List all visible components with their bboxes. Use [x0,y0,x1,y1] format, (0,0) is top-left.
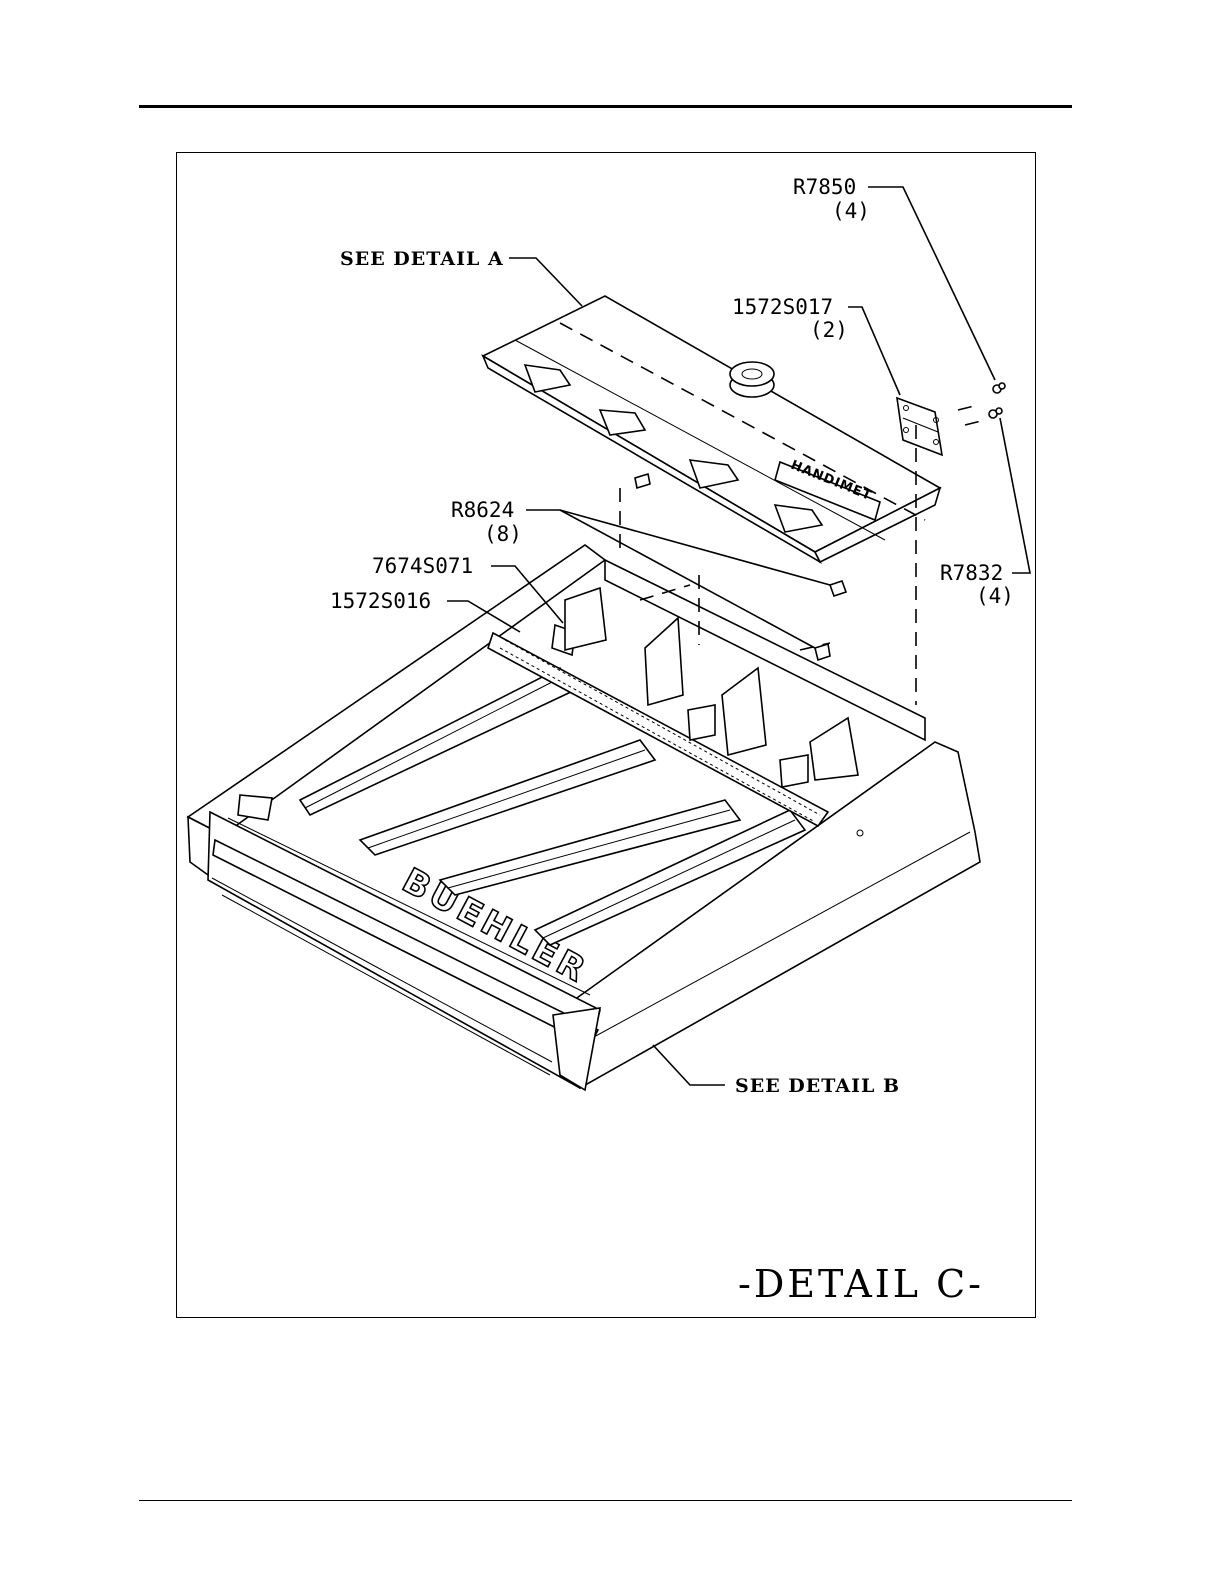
callout-1572s017-qty: (2) [810,318,848,342]
nut-r8624-top [830,581,846,596]
detail-title: -DETAIL C- [738,1262,984,1306]
callout-1572s017: 1572S017 [732,295,833,319]
callout-see-detail-b: SEE DETAIL B [735,1075,900,1097]
callout-r7832-qty: (4) [976,584,1014,608]
callout-r8624: R8624 [451,498,514,522]
callout-r7850-qty: (4) [832,199,870,223]
top-cover-plate: HANDIMET [483,296,940,562]
logo-badge [238,795,272,820]
spacer [635,474,650,488]
callout-r8624-qty: (8) [484,522,522,546]
hinge-bracket [897,398,942,455]
callout-1572s016: 1572S016 [330,589,431,613]
callout-7674s071: 7674S071 [372,554,473,578]
callout-r7832: R7832 [940,561,1003,585]
nut-r8624-bottom [815,644,830,660]
callout-r7850: R7850 [793,175,856,199]
callout-see-detail-a: SEE DETAIL A [340,248,504,270]
